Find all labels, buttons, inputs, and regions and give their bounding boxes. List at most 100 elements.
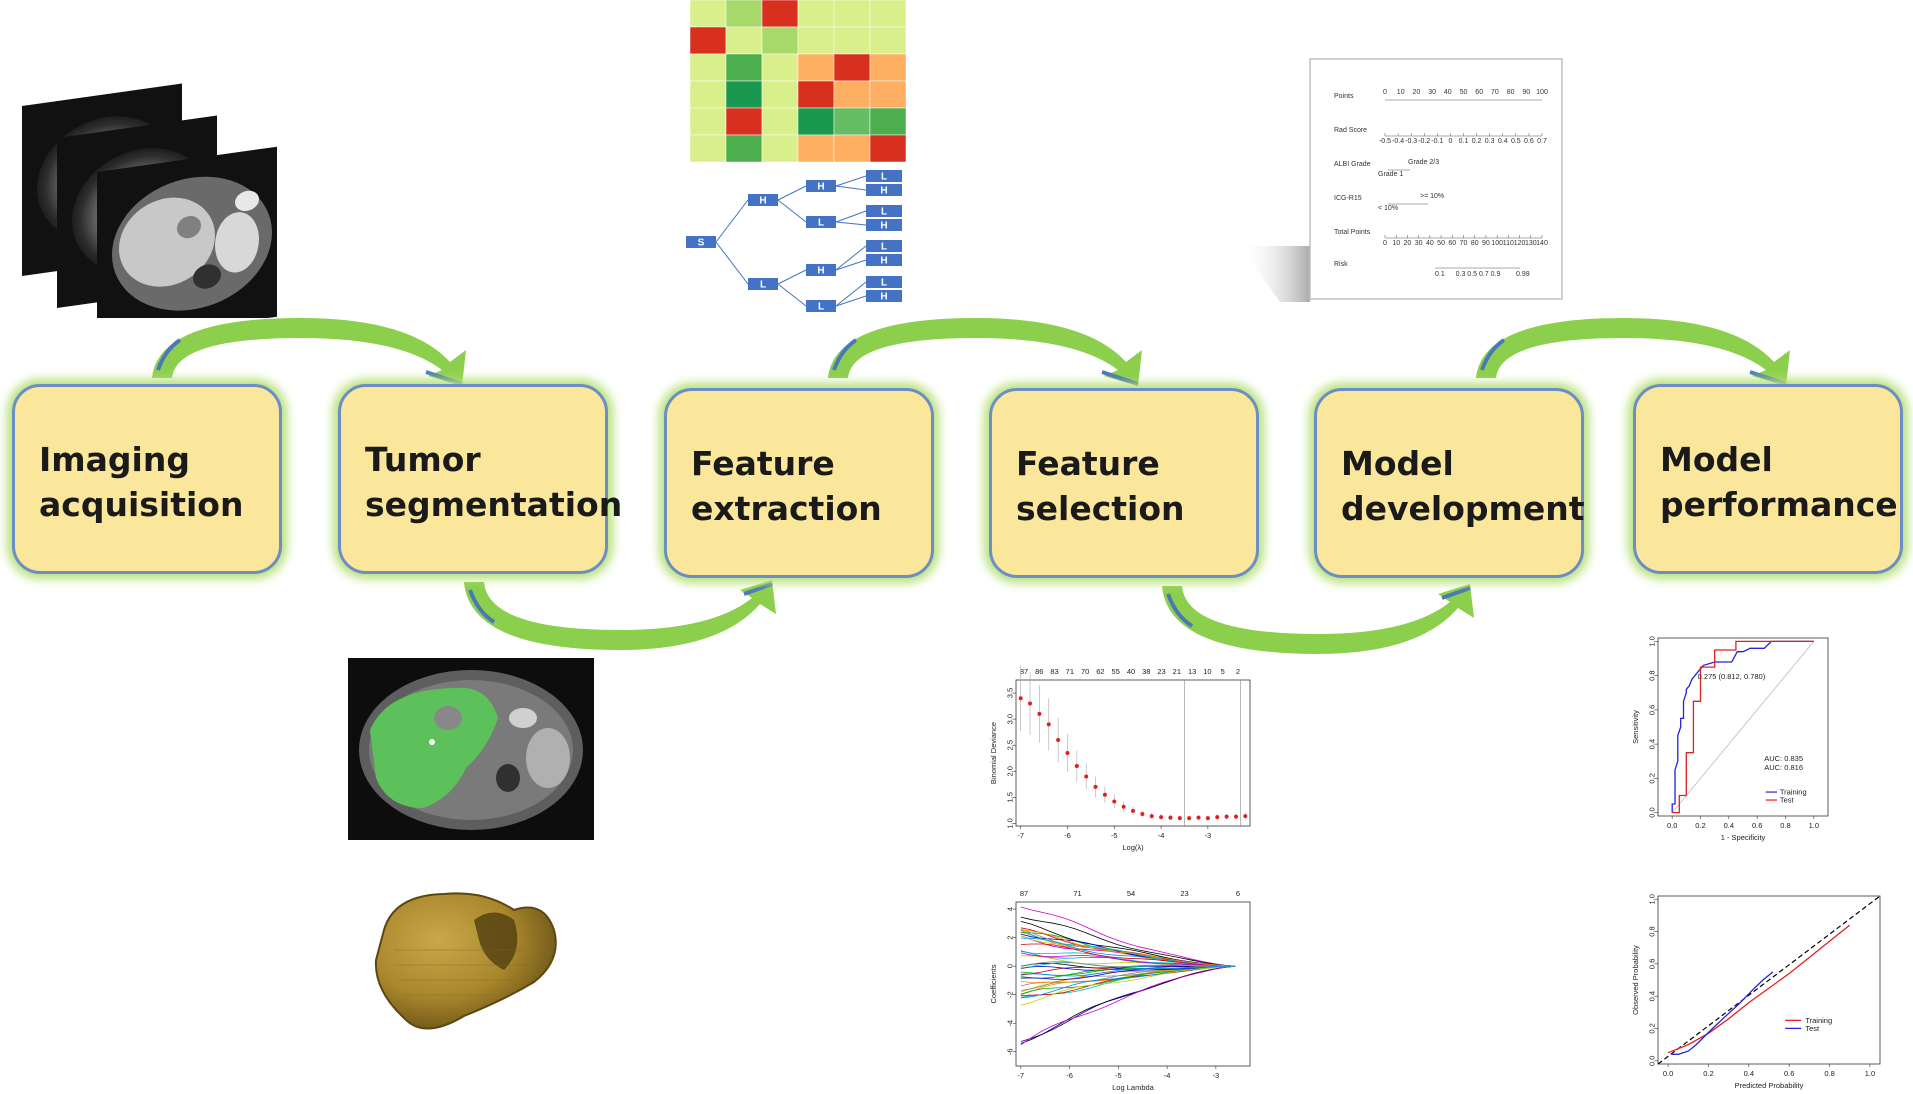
x-tick-label: -6 (1066, 1071, 1073, 1080)
nomogram-row-label: ICG-R15 (1334, 195, 1362, 202)
arrow-extraction-to-selection (828, 318, 1142, 386)
deviance-point (1187, 816, 1192, 821)
top-tick-label: 87 (1020, 667, 1028, 676)
y-tick-label: 0 (1006, 964, 1015, 968)
y-axis-label: Observed Probability (1631, 945, 1640, 1015)
step-model-development: Model development (1314, 388, 1585, 578)
heatmap-cell (797, 107, 835, 136)
plot-frame (1015, 901, 1251, 1067)
tree-node (806, 180, 836, 192)
heatmap-cell (833, 0, 871, 28)
y-tick-label: 1.0 (1648, 894, 1657, 904)
step-tumor-segmentation: Tumor segmentation (338, 384, 623, 574)
y-tick-label: 0.0 (1648, 807, 1657, 817)
x-tick-label: -5 (1115, 1071, 1122, 1080)
nomogram-tick-label: 10 (1397, 89, 1405, 96)
tree-edge (715, 199, 749, 243)
nomogram-tick-label: 0.7 (1537, 138, 1547, 145)
nomogram-tick-label: >= 10% (1420, 193, 1444, 200)
nomogram-tick-label: 70 (1491, 89, 1499, 96)
tree-node-label: H (817, 266, 824, 277)
coefficient-path (1020, 916, 1236, 967)
heatmap-cell (690, 134, 727, 162)
coefficient-path (1020, 965, 1236, 1044)
deviance-point (1018, 696, 1023, 701)
y-tick-label: 2.5 (1006, 740, 1015, 750)
x-tick-label: 1.0 (1865, 1069, 1875, 1078)
tree-node-label: L (818, 218, 824, 229)
heatmap-cell (761, 26, 799, 55)
coefficient-path (1020, 961, 1236, 968)
top-tick-label: 10 (1203, 667, 1211, 676)
nomogram-tick-label: 10 (1392, 240, 1400, 247)
tree-node (806, 264, 836, 276)
deviance-point (1074, 764, 1079, 769)
y-tick-label: 0.0 (1648, 1056, 1657, 1066)
tree-node (866, 205, 902, 217)
deviance-point (1121, 804, 1126, 809)
x-axis-label: 1 - Specificity (1721, 833, 1766, 842)
tree-node-label: L (881, 172, 887, 183)
y-tick-label: -4 (1006, 1020, 1015, 1027)
deviance-point (1196, 815, 1201, 820)
heatmap-cell (833, 107, 871, 136)
top-tick-label: 54 (1127, 889, 1135, 898)
y-tick-label: 1.5 (1006, 792, 1015, 802)
nomogram-tick-label: 0 (1383, 240, 1387, 247)
top-tick-label: 70 (1081, 667, 1089, 676)
nomogram-tick-label: 0 (1383, 89, 1387, 96)
tree-node (866, 276, 902, 288)
tree-node-label: H (880, 292, 887, 303)
x-tick-label: 0.8 (1780, 821, 1790, 830)
coefficient-path (1020, 965, 1236, 1046)
tree-node (806, 216, 836, 228)
step-feature-extraction: Feature extraction (664, 388, 934, 578)
nomogram-tick-label: 0.3 0.5 0.7 0.9 (1456, 271, 1501, 278)
deviance-point (1037, 711, 1042, 716)
tree-node-label: S (698, 238, 705, 249)
deviance-point (1159, 815, 1164, 820)
step-label: Tumor segmentation (365, 440, 623, 524)
heatmap-cell (690, 26, 727, 55)
top-tick-label: 71 (1073, 889, 1081, 898)
top-tick-label: 55 (1112, 667, 1120, 676)
legend-label: Test (1805, 1024, 1820, 1033)
top-tick-label: 38 (1142, 667, 1150, 676)
top-tick-label: 23 (1157, 667, 1165, 676)
deviance-point (1131, 808, 1135, 813)
step-label: Feature extraction (691, 444, 882, 528)
tree-node-label: H (880, 186, 887, 197)
tree-node (866, 254, 902, 266)
step-label: Feature selection (1016, 444, 1185, 528)
nomogram-tick-label: 0.6 (1524, 138, 1534, 145)
heatmap-cell (833, 80, 871, 109)
x-tick-label: 0.4 (1724, 821, 1734, 830)
nomogram-tick-label: 0.1 (1459, 138, 1469, 145)
tree-edge (835, 295, 867, 307)
x-tick-label: -6 (1064, 831, 1071, 840)
deviance-point (1243, 814, 1248, 819)
top-tick-label: 71 (1066, 667, 1074, 676)
nomogram-tick-label: 60 (1475, 89, 1483, 96)
top-tick-label: 21 (1173, 667, 1181, 676)
tree-node (748, 194, 778, 206)
top-tick-label: 6 (1236, 889, 1240, 898)
x-tick-label: 1.0 (1809, 821, 1819, 830)
nomogram-tick-label: 80 (1507, 89, 1515, 96)
nomogram-tick-label: 30 (1428, 89, 1436, 96)
y-tick-label: 0.2 (1648, 773, 1657, 783)
nomogram-tick-label: 80 (1471, 240, 1479, 247)
coefficient-path (1020, 906, 1236, 967)
heatmap-cell (761, 53, 799, 82)
y-axis-label: Sensitivity (1631, 710, 1640, 744)
nomogram-tick-label: 90 (1482, 240, 1490, 247)
deviance-point (1205, 816, 1210, 821)
tree-edge (835, 221, 867, 226)
heatmap-cell (761, 0, 799, 28)
heatmap-cell (797, 80, 835, 109)
nomogram-tick-label: -0.4 (1392, 138, 1404, 145)
y-tick-label: 0.4 (1648, 739, 1657, 749)
deviance-point (1233, 814, 1238, 819)
